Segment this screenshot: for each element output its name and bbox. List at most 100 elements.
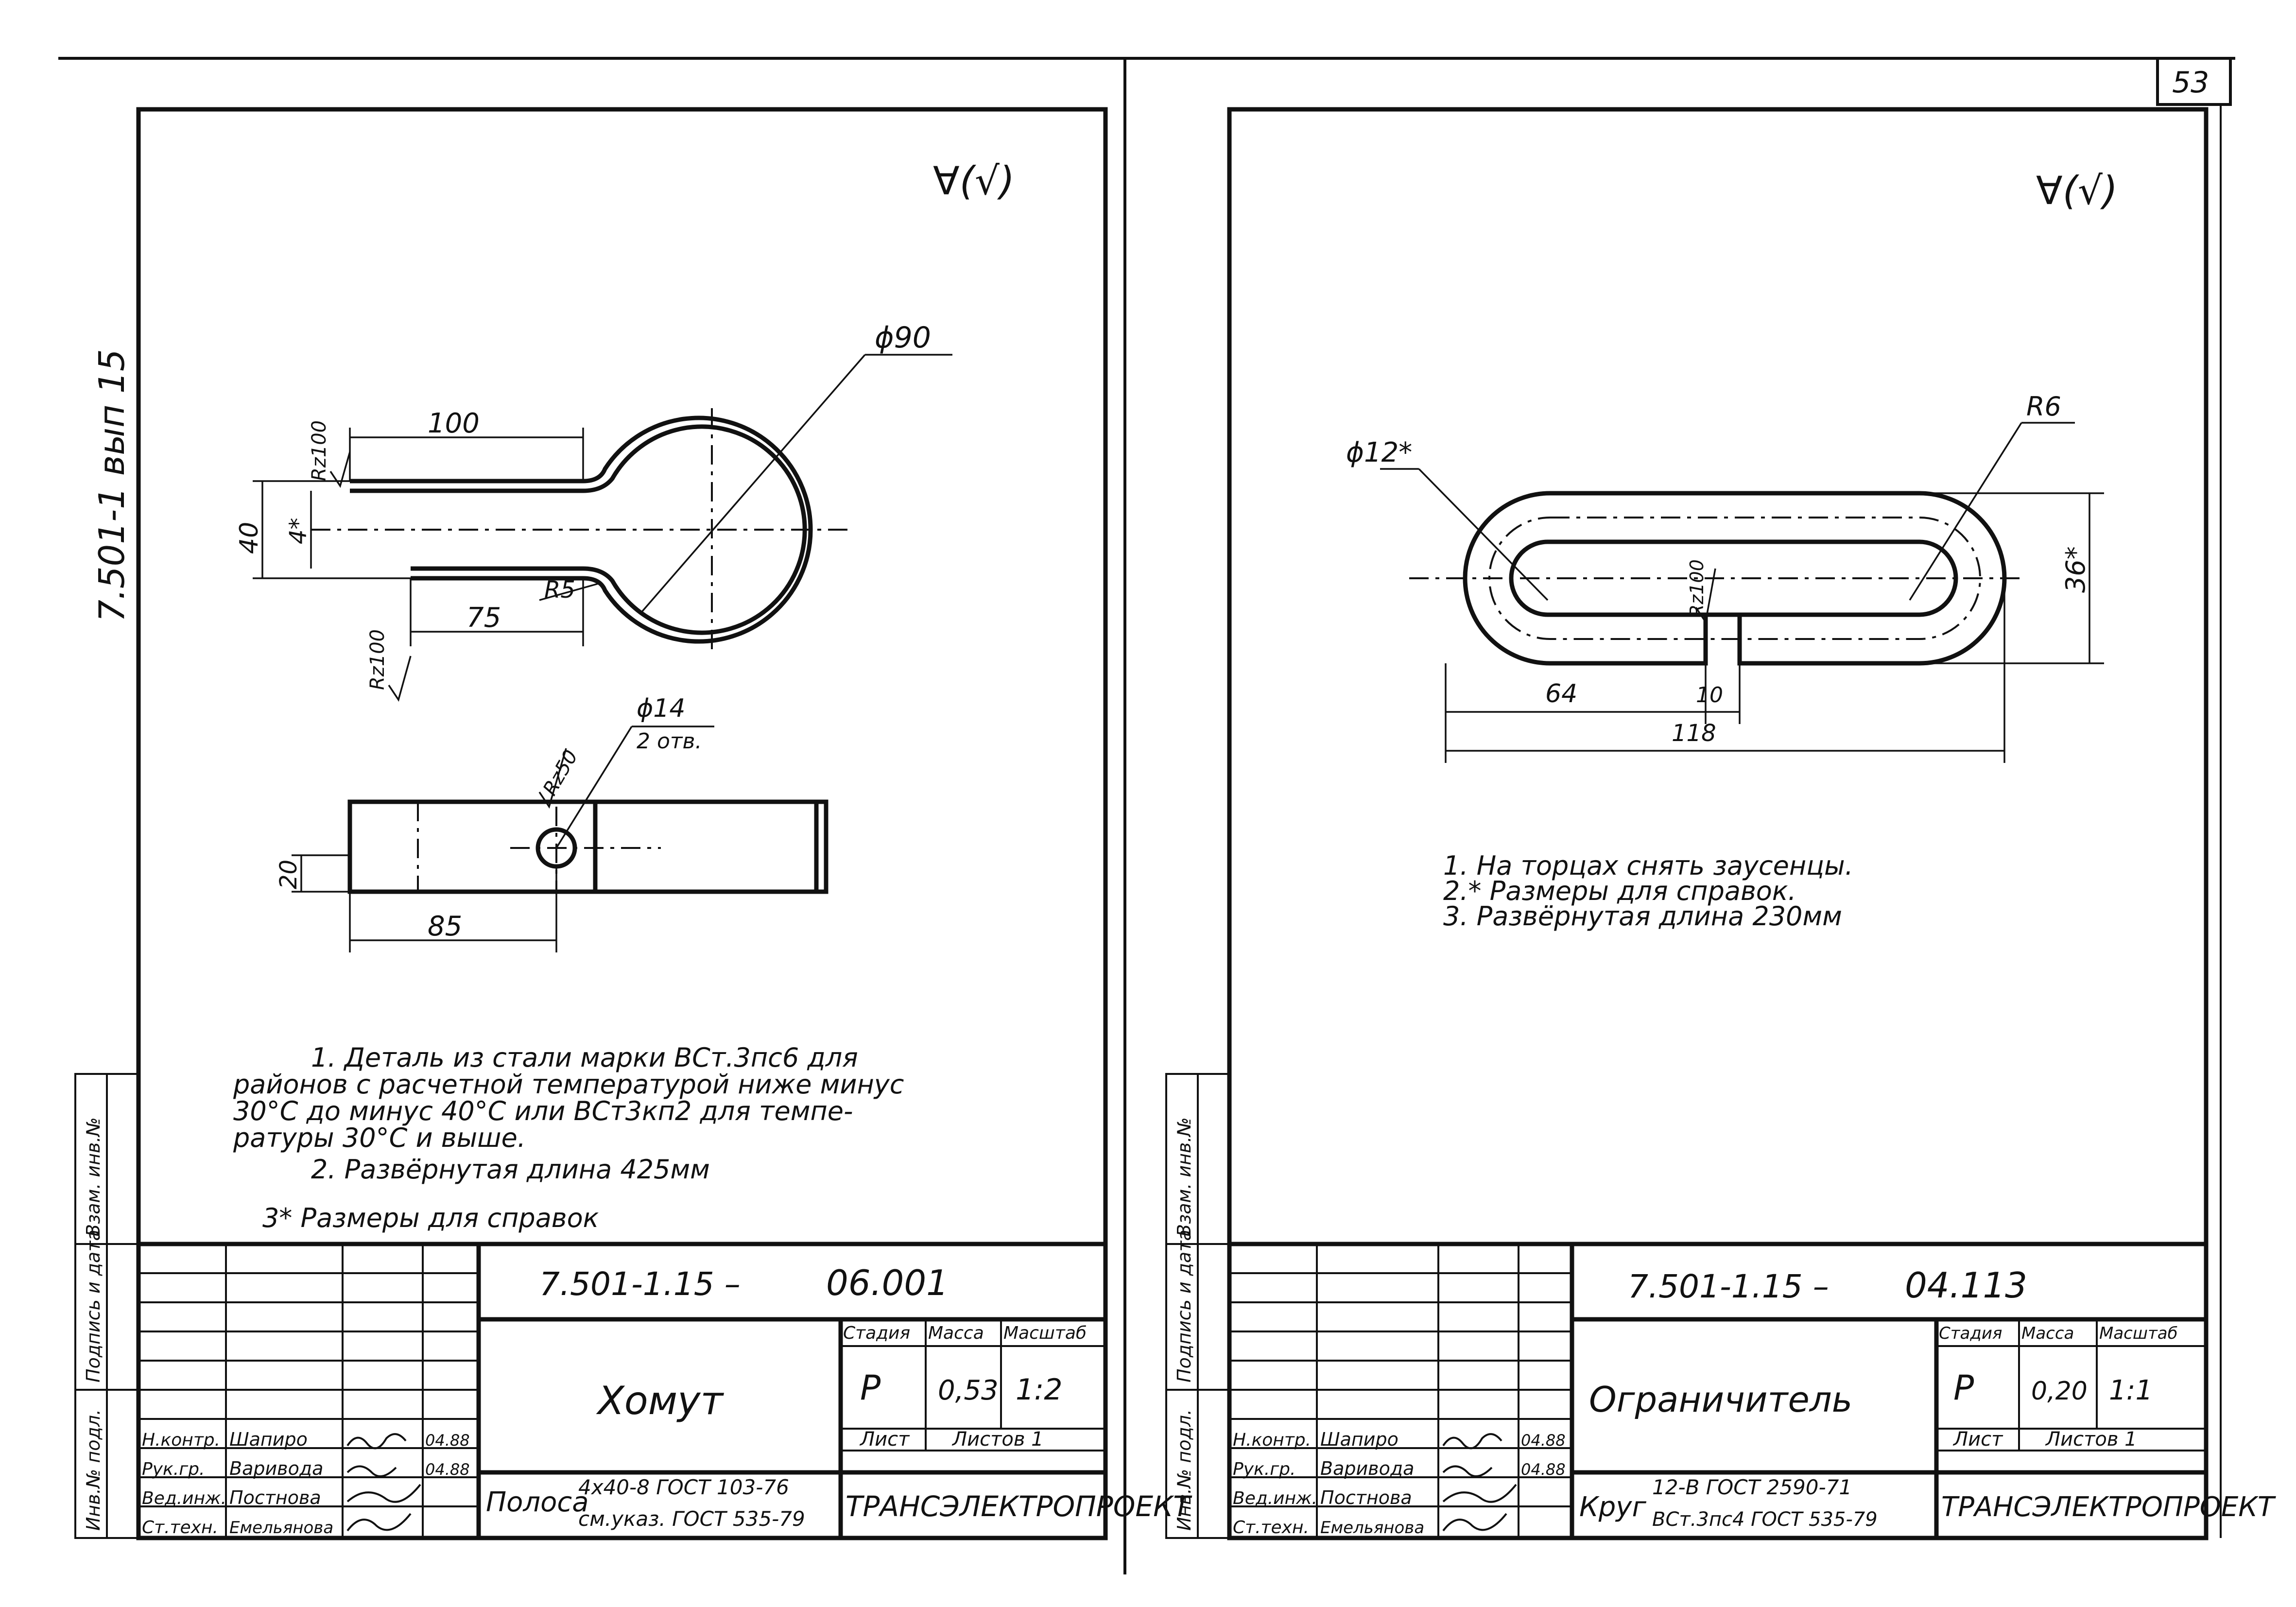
left-tb-name-3: Постнова (229, 1487, 321, 1508)
left-tb-scale-header: Масштаб (1003, 1323, 1087, 1343)
right-tb-name: Ограничитель (1589, 1379, 1852, 1420)
right-tb-code: 7.501-1.15 – (1628, 1268, 1829, 1305)
left-sheet: 7.501-1 вып 15 ∀(√) ϕ90 100 (74, 107, 1192, 1540)
right-frame (1227, 107, 2209, 1540)
left-signature-3 (346, 1484, 421, 1503)
dim-gap-4: 4* (285, 518, 312, 544)
right-tb-role-3: Вед.инж. (1233, 1488, 1317, 1508)
left-tb-material-prefix: Полоса (486, 1486, 589, 1518)
right-tb-scale: 1:1 (2109, 1375, 2153, 1406)
left-side-stamp: Инв.№ подл. Подпись и дата Взам. инв.№ (74, 1073, 139, 1539)
dim-length-64: 64 (1545, 679, 1577, 708)
right-tb-material-line1: 12-В ГОСТ 2590-71 (1652, 1475, 1852, 1499)
left-tb-scale: 1:2 (1016, 1373, 1063, 1407)
left-tb-number: 06.001 (826, 1262, 949, 1303)
right-note-1: 1. На торцах снять заусенцы. (1443, 850, 1853, 881)
left-tb-material-line2: см.указ. ГОСТ 535-79 (578, 1507, 805, 1531)
right-signature-3 (1442, 1484, 1517, 1503)
left-note-5: 2. Развёрнутая длина 425мм (311, 1154, 710, 1185)
right-title-block: 7.501-1.15 – 04.113 Ограничитель Стадия … (1229, 1242, 2276, 1538)
dim-dia-12: ϕ12* (1346, 437, 1412, 468)
left-tb-name-1: Шапиро (229, 1429, 308, 1450)
rz-limiter: Rz100 (1686, 559, 1708, 617)
dim-length-100: 100 (428, 408, 480, 439)
right-tb-sheets: Листов 1 (2045, 1428, 2137, 1451)
left-tb-material-line1: 4х40-8 ГОСТ 103-76 (578, 1475, 789, 1499)
right-tb-name-3: Постнова (1320, 1487, 1412, 1508)
left-signature-2 (346, 1465, 397, 1477)
right-tb-name-1: Шапиро (1320, 1429, 1398, 1450)
left-note-3: 30°С до минус 40°С или ВСт3кп2 для темпе… (233, 1096, 853, 1126)
left-note-1: 1. Деталь из стали марки ВСт.3пс6 для (311, 1042, 858, 1073)
right-tb-org: ТРАНСЭЛЕКТРОПРОЕКТ (1941, 1491, 2276, 1523)
left-tb-role-4: Ст.техн. (142, 1518, 218, 1538)
right-stamp-replace: Взам. инв.№ (1174, 1117, 1195, 1237)
right-tb-role-4: Ст.техн. (1233, 1518, 1309, 1538)
left-signature-4 (346, 1513, 412, 1532)
dim-height-20: 20 (275, 860, 302, 889)
left-tb-org: ТРАНСЭЛЕКТРОПРОЕКТ (846, 1490, 1192, 1523)
right-note-3: 3. Развёрнутая длина 230мм (1443, 901, 1842, 932)
left-tb-stage-header: Стадия (843, 1323, 910, 1343)
right-sheet: ∀(√) ϕ12* R6 36* Rz100 (1165, 104, 2276, 1540)
right-stamp-sign: Подпись и дата (1174, 1229, 1195, 1382)
right-roughness-mark: ∀(√) (2036, 168, 2118, 213)
left-tb-date-1: 04.88 (425, 1431, 470, 1450)
dim-gap-10: 10 (1696, 683, 1723, 708)
left-tb-name-2: Варивода (229, 1458, 323, 1479)
right-signature-2 (1442, 1465, 1493, 1477)
dim-length-75: 75 (466, 602, 501, 634)
right-tb-material-line2: ВСт.3пс4 ГОСТ 535-79 (1652, 1508, 1878, 1531)
left-tb-sheet: Лист (859, 1428, 910, 1451)
right-tb-role-1: Н.контр. (1233, 1430, 1311, 1450)
right-side-stamp: Инв.№ подл. Подпись и дата Взам. инв.№ (1165, 1073, 1230, 1539)
right-tb-mass-header: Масса (2021, 1324, 2074, 1343)
left-stamp-replace: Взам. инв.№ (83, 1117, 104, 1237)
left-signature-1 (346, 1433, 407, 1450)
left-stamp-sign: Подпись и дата (83, 1229, 104, 1382)
left-title-block: 7.501-1.15 – 06.001 Хомут Стадия Масса М… (138, 1242, 1192, 1538)
right-signature-4 (1442, 1513, 1507, 1532)
left-stamp-inv: Инв.№ подл. (83, 1409, 104, 1531)
right-tb-stage-header: Стадия (1939, 1324, 2002, 1343)
dim-width-40: 40 (235, 522, 264, 554)
page-number-box: 53 (2156, 57, 2232, 106)
dim-radius-r5: R5 (544, 576, 575, 604)
right-tb-date-1: 04.88 (1521, 1431, 1566, 1450)
right-stamp-inv: Инв.№ подл. (1174, 1409, 1195, 1531)
left-tb-role-2: Рук.гр. (142, 1459, 205, 1479)
left-tb-stage: Р (860, 1368, 881, 1408)
clamp-side-view: ϕ14 2 отв. Rz50 20 85 (275, 694, 829, 952)
left-frame (136, 107, 1108, 1540)
right-tb-date-2: 04.88 (1521, 1460, 1566, 1479)
right-tb-name-4: Емельянова (1320, 1518, 1424, 1538)
right-tb-role-2: Рук.гр. (1233, 1459, 1295, 1479)
right-tb-name-2: Варивода (1320, 1458, 1414, 1479)
left-notes: 1. Деталь из стали марки ВСт.3пс6 для ра… (233, 1042, 904, 1233)
rz-top: Rz100 (308, 420, 330, 481)
left-note-4: ратуры 30°С и выше. (233, 1123, 526, 1153)
left-side-code: 7.501-1 вып 15 (91, 349, 132, 622)
left-tb-role-3: Вед.инж. (142, 1488, 226, 1508)
left-tb-sheets: Листов 1 (951, 1428, 1044, 1451)
right-tb-stage: Р (1953, 1368, 1974, 1408)
left-roughness-mark: ∀(√) (933, 158, 1015, 204)
dim-height-36: 36* (2060, 546, 2091, 593)
page-number: 53 (2172, 66, 2209, 100)
left-tb-name: Хомут (596, 1378, 724, 1423)
dim-diameter-90: ϕ90 (875, 321, 931, 355)
dim-length-118: 118 (1672, 720, 1716, 747)
dim-radius-r6: R6 (2026, 391, 2061, 422)
dim-length-85: 85 (428, 911, 462, 942)
left-tb-code: 7.501-1.15 – (539, 1265, 741, 1303)
right-tb-scale-header: Масштаб (2099, 1324, 2178, 1343)
left-tb-name-4: Емельянова (229, 1518, 333, 1538)
rz-hole: Rz50 (539, 746, 583, 799)
right-note-2: 2.* Размеры для справок. (1443, 876, 1796, 906)
dim-hole-diameter: ϕ14 (637, 694, 685, 723)
left-note-6: 3* Размеры для справок (262, 1203, 599, 1233)
left-tb-role-1: Н.контр. (142, 1430, 220, 1450)
right-tb-mass: 0,20 (2031, 1377, 2088, 1406)
clamp-top-view: ϕ90 100 75 40 4* R5 Rz100 (235, 321, 952, 702)
